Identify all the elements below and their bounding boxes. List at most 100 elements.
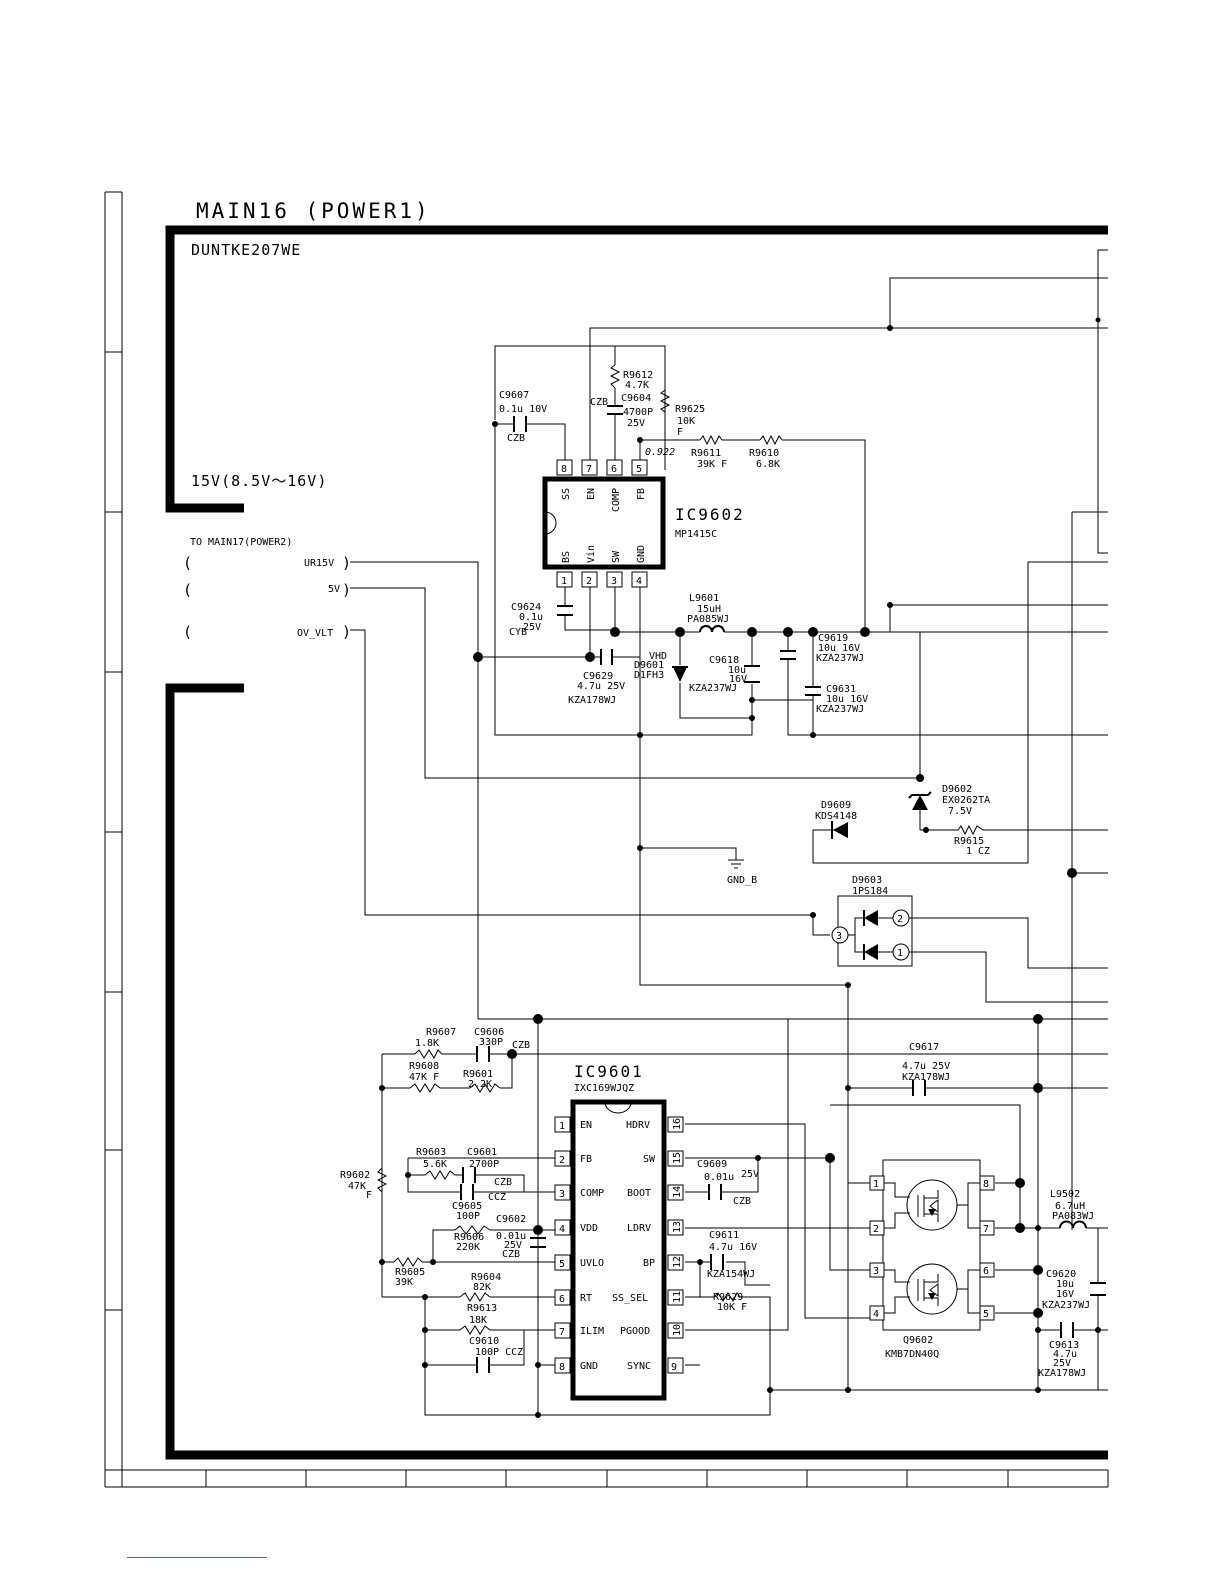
label-c9601-type: CZB [494, 1177, 512, 1188]
net-ur15v: UR15V [304, 558, 334, 569]
label-c9629-value: 4.7u 25V [577, 681, 625, 692]
label-r9605-value: 39K [395, 1277, 413, 1288]
board-outline [165, 225, 1108, 1460]
label-fb-voltage: 0.922 [645, 447, 675, 458]
d9603-pin: 2 [897, 914, 903, 925]
label-c9601-value: 2700P [469, 1159, 499, 1170]
ic9601-left-pins: 1 2 3 4 5 6 7 8 EN FB COMP VDD UVLO RT I… [554, 1116, 604, 1374]
ic9601-pin-label: HDRV [626, 1120, 650, 1131]
sheet-frame [104, 191, 1109, 1488]
ic9601-pin-num: 16 [672, 1118, 683, 1130]
q9602-part: KMB7DN40Q [885, 1349, 939, 1360]
label-c9624-type: CYB [509, 627, 527, 638]
label-c9604-value: 4700P [623, 407, 653, 418]
label-c9620: C9620 [1046, 1269, 1076, 1280]
ic9601-pin-num: 5 [559, 1259, 565, 1270]
label-c9607-value: 0.1u 10V [499, 404, 547, 415]
connector-paren: ( [183, 581, 193, 599]
label-r9625: R9625 [675, 404, 705, 415]
label-c9606-value: 330P [479, 1037, 503, 1048]
ic9601-pin-label: UVLO [580, 1258, 604, 1269]
label-c9609-value: 0.01u [704, 1172, 734, 1183]
d9603-name: D9603 [852, 875, 882, 886]
label-r9604: R9604 [471, 1272, 501, 1283]
component-labels: C9607 0.1u 10V CZB R9612 4.7K CZB C9604 … [340, 370, 1094, 1379]
ic9602-top-pins: 8 7 6 5 SS EN COMP FB [556, 459, 648, 512]
label-c9604: C9604 [621, 393, 651, 404]
label-c9620-part: KZA237WJ [1042, 1300, 1090, 1311]
ic9602-pin-label: Vin [586, 545, 597, 563]
ic9601-pin-label: SYNC [627, 1361, 651, 1372]
ic9601-pin-num: 2 [559, 1155, 565, 1166]
d9603-pin: 1 [897, 948, 903, 959]
q9602-name: Q9602 [903, 1335, 933, 1346]
label-r9615-value: 1 CZ [966, 846, 990, 857]
label-c9610: C9610 [469, 1336, 499, 1347]
label-r9625-tol: F [677, 427, 683, 438]
label-r9612-value: 4.7K [625, 380, 649, 391]
ic9602-pin-num: 2 [586, 576, 592, 587]
connector-paren: ( [183, 623, 193, 641]
label-c9602-value: 0.01u [496, 1231, 526, 1242]
diode-icon [673, 667, 687, 682]
ground-icon [728, 859, 744, 869]
ic9601-name: IC9601 [574, 1062, 644, 1081]
label-c9609-type: CZB [733, 1196, 751, 1207]
label-r9610: R9610 [749, 448, 779, 459]
ic9601-pin-num: 10 [672, 1324, 683, 1336]
q9602-pin-num: 5 [983, 1309, 989, 1320]
connector-paren: ) [342, 554, 352, 572]
label-c9617: C9617 [909, 1042, 939, 1053]
ic9601-pin-label: ILIM [580, 1326, 604, 1337]
label-l9601-part: PA085WJ [687, 614, 729, 625]
connector-paren: ) [342, 581, 352, 599]
resistor-icon [376, 364, 984, 1335]
label-r9603: R9603 [416, 1147, 446, 1158]
ic9601-pin-num: 3 [559, 1189, 565, 1200]
q9602-pin-num: 1 [873, 1179, 879, 1190]
label-d9602-voltage: 7.5V [948, 806, 972, 817]
label-c9619-value: 10u 16V [818, 643, 860, 654]
q9602-pin-num: 4 [873, 1309, 879, 1320]
label-r9613-value: 18K [469, 1315, 487, 1326]
ic9602-pin-label: SW [611, 550, 622, 563]
ic9601-pin-num: 4 [559, 1224, 565, 1235]
label-r9625-value: 10K [677, 416, 695, 427]
label-c9624-voltage: 25V [523, 622, 541, 633]
ic9601-pin-num: 8 [559, 1362, 565, 1373]
ic9602-pin-num: 8 [561, 464, 567, 475]
ic9601-pin-num: 7 [559, 1327, 565, 1338]
ic9602-pin-num: 5 [636, 464, 642, 475]
q9602-pin-num: 3 [873, 1266, 879, 1277]
label-c9613: C9613 [1049, 1340, 1079, 1351]
net-5v: 5V [328, 584, 340, 595]
label-r9602-tol: F [366, 1190, 372, 1201]
inductor-icon [699, 625, 1087, 1229]
ic9602-pin-num: 3 [611, 576, 617, 587]
label-c9602: C9602 [496, 1214, 526, 1225]
label-c9618-voltage: 16V [729, 674, 747, 685]
board-id: DUNTKE207WE [191, 241, 301, 259]
ic9602-pin-label: FB [636, 488, 647, 500]
label-c9631-value: 10u 16V [826, 694, 868, 705]
label-vhd: VHD [649, 651, 667, 662]
label-c9613-value: 4.7u [1053, 1349, 1077, 1360]
input-voltage-range: 15V(8.5V～16V) [191, 472, 327, 490]
label-c9606: C9606 [474, 1027, 504, 1038]
label-c9610-value: 100P CCZ [475, 1347, 523, 1358]
label-c9602-voltage: 25V [504, 1240, 522, 1251]
ic9602-bottom-pins: 1 2 3 4 BS Vin SW GND [556, 545, 648, 588]
zener-diode-icon [912, 795, 928, 810]
label-r9606: R9606 [454, 1232, 484, 1243]
label-c9619: C9619 [818, 633, 848, 644]
ic9602: 8 7 6 5 SS EN COMP FB 1 2 3 4 BS Vin SW … [542, 459, 743, 588]
ic9601-pin-label: FB [580, 1154, 592, 1165]
label-r9602: R9602 [340, 1170, 370, 1181]
label-r9629-value: 10K F [717, 1302, 747, 1313]
label-c9617-part: KZA178WJ [902, 1072, 950, 1083]
ic9601-pin-num: 9 [671, 1362, 677, 1373]
ic9601-pin-label: BOOT [627, 1188, 651, 1199]
label-r9606-value: 220K [456, 1242, 480, 1253]
label-c9631-part: KZA237WJ [816, 704, 864, 715]
